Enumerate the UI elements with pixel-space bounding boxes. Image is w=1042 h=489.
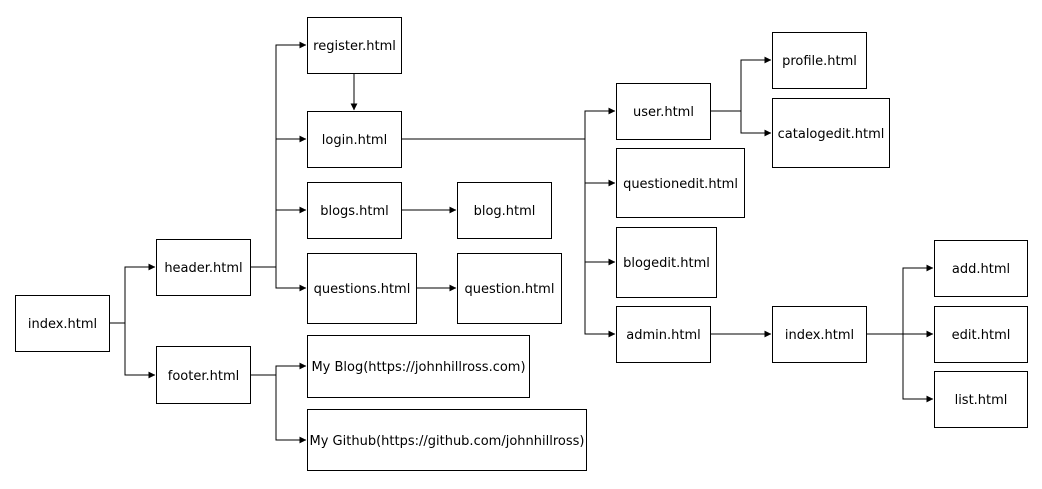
edge-login-admin bbox=[402, 138, 616, 338]
node-edit: edit.html bbox=[934, 306, 1028, 363]
node-questions: questions.html bbox=[307, 253, 417, 324]
node-label: My Blog(https://johnhillross.com) bbox=[311, 360, 525, 375]
edge-index-footer bbox=[110, 322, 156, 379]
node-label: catalogedit.html bbox=[778, 127, 885, 142]
node-catalogedit: catalogedit.html bbox=[772, 98, 890, 168]
node-add: add.html bbox=[934, 240, 1028, 297]
edge-index-header bbox=[110, 263, 156, 324]
edge-user-profile bbox=[711, 56, 772, 112]
node-blogedit: blogedit.html bbox=[616, 227, 717, 298]
node-label: user.html bbox=[633, 105, 694, 120]
node-label: footer.html bbox=[168, 369, 239, 384]
node-label: add.html bbox=[952, 262, 1010, 277]
edge-header-blogs bbox=[251, 206, 307, 268]
node-blog: blog.html bbox=[457, 182, 552, 239]
edge-footer-myblog bbox=[251, 362, 307, 376]
edge-header-login bbox=[251, 135, 307, 268]
node-profile: profile.html bbox=[772, 32, 867, 89]
node-label: My Github(https://github.com/johnhillros… bbox=[310, 434, 585, 449]
node-label: login.html bbox=[322, 133, 387, 148]
node-label: blog.html bbox=[474, 204, 536, 219]
node-label: admin.html bbox=[626, 328, 700, 343]
node-label: question.html bbox=[465, 282, 555, 297]
node-blogs: blogs.html bbox=[307, 182, 402, 239]
edges bbox=[110, 41, 934, 444]
node-label: profile.html bbox=[782, 54, 857, 69]
node-list: list.html bbox=[934, 371, 1028, 428]
node-index: index.html bbox=[15, 295, 110, 352]
node-label: index.html bbox=[785, 328, 854, 343]
node-user: user.html bbox=[616, 83, 711, 140]
node-label: questions.html bbox=[314, 282, 411, 297]
node-label: questionedit.html bbox=[623, 177, 738, 192]
node-adminindex: index.html bbox=[772, 306, 867, 363]
node-myblog: My Blog(https://johnhillross.com) bbox=[307, 335, 530, 398]
node-label: blogs.html bbox=[320, 204, 389, 219]
edge-user-catalogedit bbox=[711, 110, 772, 137]
node-login: login.html bbox=[307, 111, 402, 168]
edge-header-questions bbox=[251, 266, 307, 292]
edge-login-user bbox=[402, 107, 616, 140]
node-questionedit: questionedit.html bbox=[616, 148, 745, 218]
nodes: index.html header.html footer.html regis… bbox=[15, 17, 1028, 471]
node-question: question.html bbox=[457, 253, 562, 324]
edge-login-questionedit bbox=[402, 138, 616, 187]
node-label: blogedit.html bbox=[623, 256, 710, 271]
edge-footer-mygithub bbox=[251, 374, 307, 444]
edge-header-register bbox=[251, 41, 307, 268]
node-mygithub: My Github(https://github.com/johnhillros… bbox=[307, 409, 587, 471]
edge-adminindex-add bbox=[867, 264, 934, 335]
node-label: index.html bbox=[28, 317, 97, 332]
node-label: edit.html bbox=[952, 328, 1011, 343]
node-footer: footer.html bbox=[156, 346, 251, 404]
node-label: list.html bbox=[955, 393, 1008, 408]
node-label: register.html bbox=[313, 39, 396, 54]
node-header: header.html bbox=[156, 239, 251, 296]
node-register: register.html bbox=[307, 17, 402, 74]
node-label: header.html bbox=[164, 261, 242, 276]
node-admin: admin.html bbox=[616, 306, 711, 363]
edge-adminindex-list bbox=[867, 333, 934, 403]
